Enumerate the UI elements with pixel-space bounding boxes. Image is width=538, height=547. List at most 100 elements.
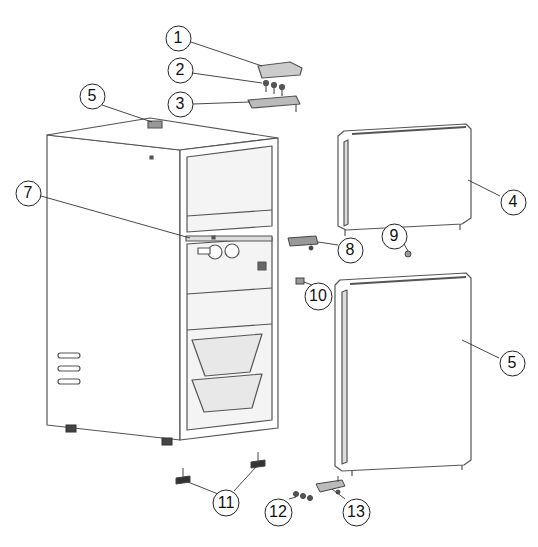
fridge-body (47, 135, 180, 440)
fridge-body (187, 146, 272, 232)
callout-number: 3 (176, 96, 185, 112)
leader-lines (318, 242, 338, 245)
small-parts (294, 492, 299, 497)
callout-circle-shape (16, 181, 41, 206)
callout-circle: 8 (337, 237, 364, 264)
callout-circle-shape (80, 84, 105, 109)
top-hinge-parts (248, 62, 302, 112)
callout-number: 5 (508, 355, 517, 371)
callout-number: 11 (218, 495, 235, 511)
fridge-body (192, 334, 262, 376)
callout-number: 12 (269, 504, 287, 520)
vents (58, 366, 80, 371)
top-hinge-parts (248, 96, 300, 108)
fridge-body (258, 262, 266, 270)
leader-lines (41, 196, 190, 238)
doors (350, 277, 466, 284)
top-hinge-parts (281, 89, 282, 96)
callout-circle: 7 (15, 180, 42, 207)
callout-number: 7 (24, 185, 33, 201)
fridge-body (192, 374, 262, 412)
top-hinge-parts (265, 85, 266, 92)
callout-number: 4 (509, 194, 518, 210)
leader-lines (188, 482, 218, 494)
top-hinge-parts (273, 87, 274, 94)
doors (335, 273, 471, 471)
doors (338, 124, 471, 230)
callout-circle-shape (213, 490, 239, 516)
leader-lines (193, 102, 250, 104)
callout-number: 1 (174, 30, 183, 46)
leader-lines (462, 340, 499, 358)
feet (66, 425, 172, 445)
leader-lines (192, 73, 262, 83)
doors (344, 230, 345, 236)
callout-number: 13 (347, 504, 365, 520)
leader-lines (191, 42, 262, 66)
leader-lines (234, 467, 256, 491)
small-parts (176, 236, 411, 501)
callout-circle: 2 (167, 57, 194, 84)
callout-circle-shape (168, 58, 193, 83)
callout-number: 8 (346, 242, 355, 258)
callout-circle-shape (166, 26, 191, 51)
callout-circle: 10 (304, 282, 333, 311)
doors (461, 465, 462, 470)
fridge-body (187, 238, 272, 430)
callout-circle-shape (500, 351, 525, 376)
top-hinge-parts (258, 62, 302, 78)
callout-circle: 12 (264, 498, 293, 527)
small-parts (338, 476, 339, 482)
fridge-body (198, 248, 210, 254)
small-parts (251, 460, 265, 468)
small-parts (258, 452, 259, 461)
fridge-body (212, 236, 215, 239)
fridge-body (186, 236, 272, 241)
callout-circle-shape (501, 190, 526, 215)
fridge-body (187, 288, 272, 294)
callout-circle: 5 (79, 83, 106, 110)
callout-circle-shape (168, 92, 193, 117)
callout-circle-shape (382, 224, 407, 249)
callout-number: 10 (309, 288, 327, 304)
callout-circle: 3 (167, 91, 194, 118)
callout-circle: 9 (381, 223, 408, 250)
vents (58, 379, 80, 384)
callout-circle: 4 (500, 189, 527, 216)
small-parts (183, 468, 184, 477)
vents (58, 353, 80, 358)
top-hinge-parts (272, 83, 277, 88)
fridge-body (187, 324, 272, 330)
doors (352, 127, 466, 134)
small-parts (316, 480, 345, 492)
doors (335, 124, 471, 476)
leader-lines (289, 497, 296, 499)
callout-circle-shape (338, 238, 363, 263)
callout-circle: 1 (165, 25, 192, 52)
fridge-body (187, 210, 272, 216)
leader-lines (468, 180, 500, 196)
doors (459, 224, 460, 230)
fridge-body (148, 121, 162, 128)
doors (342, 290, 347, 464)
callout-circle: 13 (342, 498, 371, 527)
callout-number: 5 (88, 88, 97, 104)
leader-lines (41, 42, 500, 499)
small-parts (309, 246, 313, 250)
fridge-body (47, 118, 278, 440)
callout-number: 9 (390, 228, 399, 244)
leader-lines (102, 105, 152, 122)
small-parts (405, 251, 411, 257)
doors (351, 471, 352, 476)
leader-lines (404, 244, 408, 251)
small-parts (301, 494, 306, 499)
fridge-body (180, 138, 278, 440)
callout-circle-shape (305, 283, 332, 310)
feet (66, 425, 76, 432)
small-parts (296, 278, 304, 284)
feet (162, 438, 172, 445)
callout-circle-shape (265, 499, 292, 526)
callout-number: 2 (176, 62, 185, 78)
fridge-body (150, 156, 153, 159)
